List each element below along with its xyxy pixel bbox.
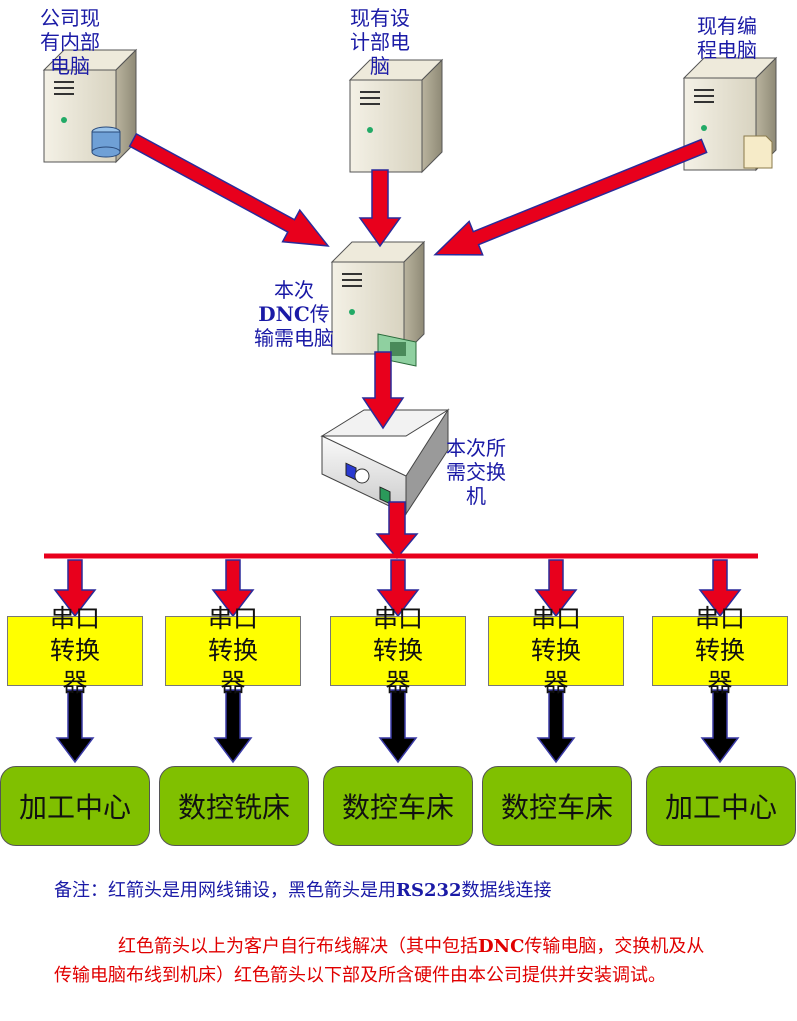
- converter-box: 串口转换器: [165, 604, 301, 697]
- converter-box: 串口转换器: [330, 604, 466, 697]
- dnc-computer-icon: [330, 240, 426, 367]
- converter-label: 串口转换器: [372, 604, 423, 697]
- responsibility-note: 红色箭头以上为客户自行布线解决（其中包括DNC传输电脑，交换机及从传输电脑布线到…: [54, 932, 714, 990]
- converter-label: 串口转换器: [49, 604, 100, 697]
- note-suffix: 数据线连接: [461, 880, 552, 901]
- arrow-company-to-dnc: [128, 132, 330, 247]
- arrow-to-machine-4: [536, 689, 576, 764]
- red-note-bold: DNC: [478, 936, 525, 957]
- machine-label: 数控车床: [500, 791, 613, 824]
- company-computer-icon: [42, 48, 138, 164]
- arrow-programming-to-dnc: [433, 138, 708, 256]
- label-design-computer: 现有设计部电脑: [350, 6, 410, 78]
- machine-box: 加工中心: [0, 766, 150, 846]
- legend-note: 备注：红箭头是用网线铺设，黑色箭头是用RS232数据线连接: [54, 876, 552, 902]
- black-arrows-to-machines: [55, 689, 740, 764]
- arrow-to-machine-3: [378, 689, 418, 764]
- arrow-design-to-dnc: [358, 169, 402, 248]
- machine-label: 加工中心: [664, 791, 777, 824]
- label-company-computer: 公司现有内部电脑: [40, 6, 100, 78]
- converter-label: 串口转换器: [530, 604, 581, 697]
- machine-box: 数控车床: [323, 766, 473, 846]
- machine-box: 数控车床: [482, 766, 632, 846]
- red-arrows-upper: [128, 132, 708, 560]
- note-bold: RS232: [396, 880, 462, 901]
- note-prefix: 备注：红箭头是用网线铺设，黑色箭头是用: [54, 880, 396, 901]
- design-computer-icon: [348, 58, 444, 174]
- label-programming-computer: 现有编程电脑: [697, 14, 757, 62]
- arrow-to-machine-1: [55, 689, 95, 764]
- red-note-part2: 传输电脑，交换机及从传输电脑布线到机床）红色箭头以下部及所含硬件由本公司提供并安…: [54, 936, 705, 986]
- machine-label: 数控车床: [341, 791, 454, 824]
- red-arrows-to-converters: [53, 559, 742, 618]
- converter-label: 串口转换器: [694, 604, 745, 697]
- arrow-to-converter-4: [534, 559, 578, 618]
- converter-label: 串口转换器: [207, 604, 258, 697]
- label-dnc-computer: 本次 DNC传输需电脑: [254, 278, 334, 350]
- label-switch: 本次所需交换机: [446, 436, 506, 508]
- converter-box: 串口转换器: [652, 604, 788, 697]
- label-dnc-prefix: 本次: [274, 278, 314, 302]
- label-dnc-suffix: 传输需电脑: [254, 302, 334, 350]
- machine-box: 数控铣床: [159, 766, 309, 846]
- arrow-to-machine-2: [213, 689, 253, 764]
- machine-label: 数控铣床: [177, 791, 290, 824]
- arrow-to-converter-2: [211, 559, 255, 618]
- converter-box: 串口转换器: [7, 604, 143, 697]
- arrow-to-converter-1: [53, 559, 97, 618]
- switch-icon: [320, 408, 450, 516]
- machine-label: 加工中心: [18, 791, 131, 824]
- converter-box: 串口转换器: [488, 604, 624, 697]
- arrow-dnc-to-switch: [361, 351, 405, 430]
- arrow-to-converter-3: [376, 559, 420, 618]
- red-note-part1: 红色箭头以上为客户自行布线解决（其中包括: [118, 936, 478, 957]
- arrow-to-converter-5: [698, 559, 742, 618]
- arrow-switch-to-bus: [375, 501, 419, 560]
- arrow-to-machine-5: [700, 689, 740, 764]
- label-dnc-bold: DNC: [258, 302, 310, 326]
- machine-box: 加工中心: [646, 766, 796, 846]
